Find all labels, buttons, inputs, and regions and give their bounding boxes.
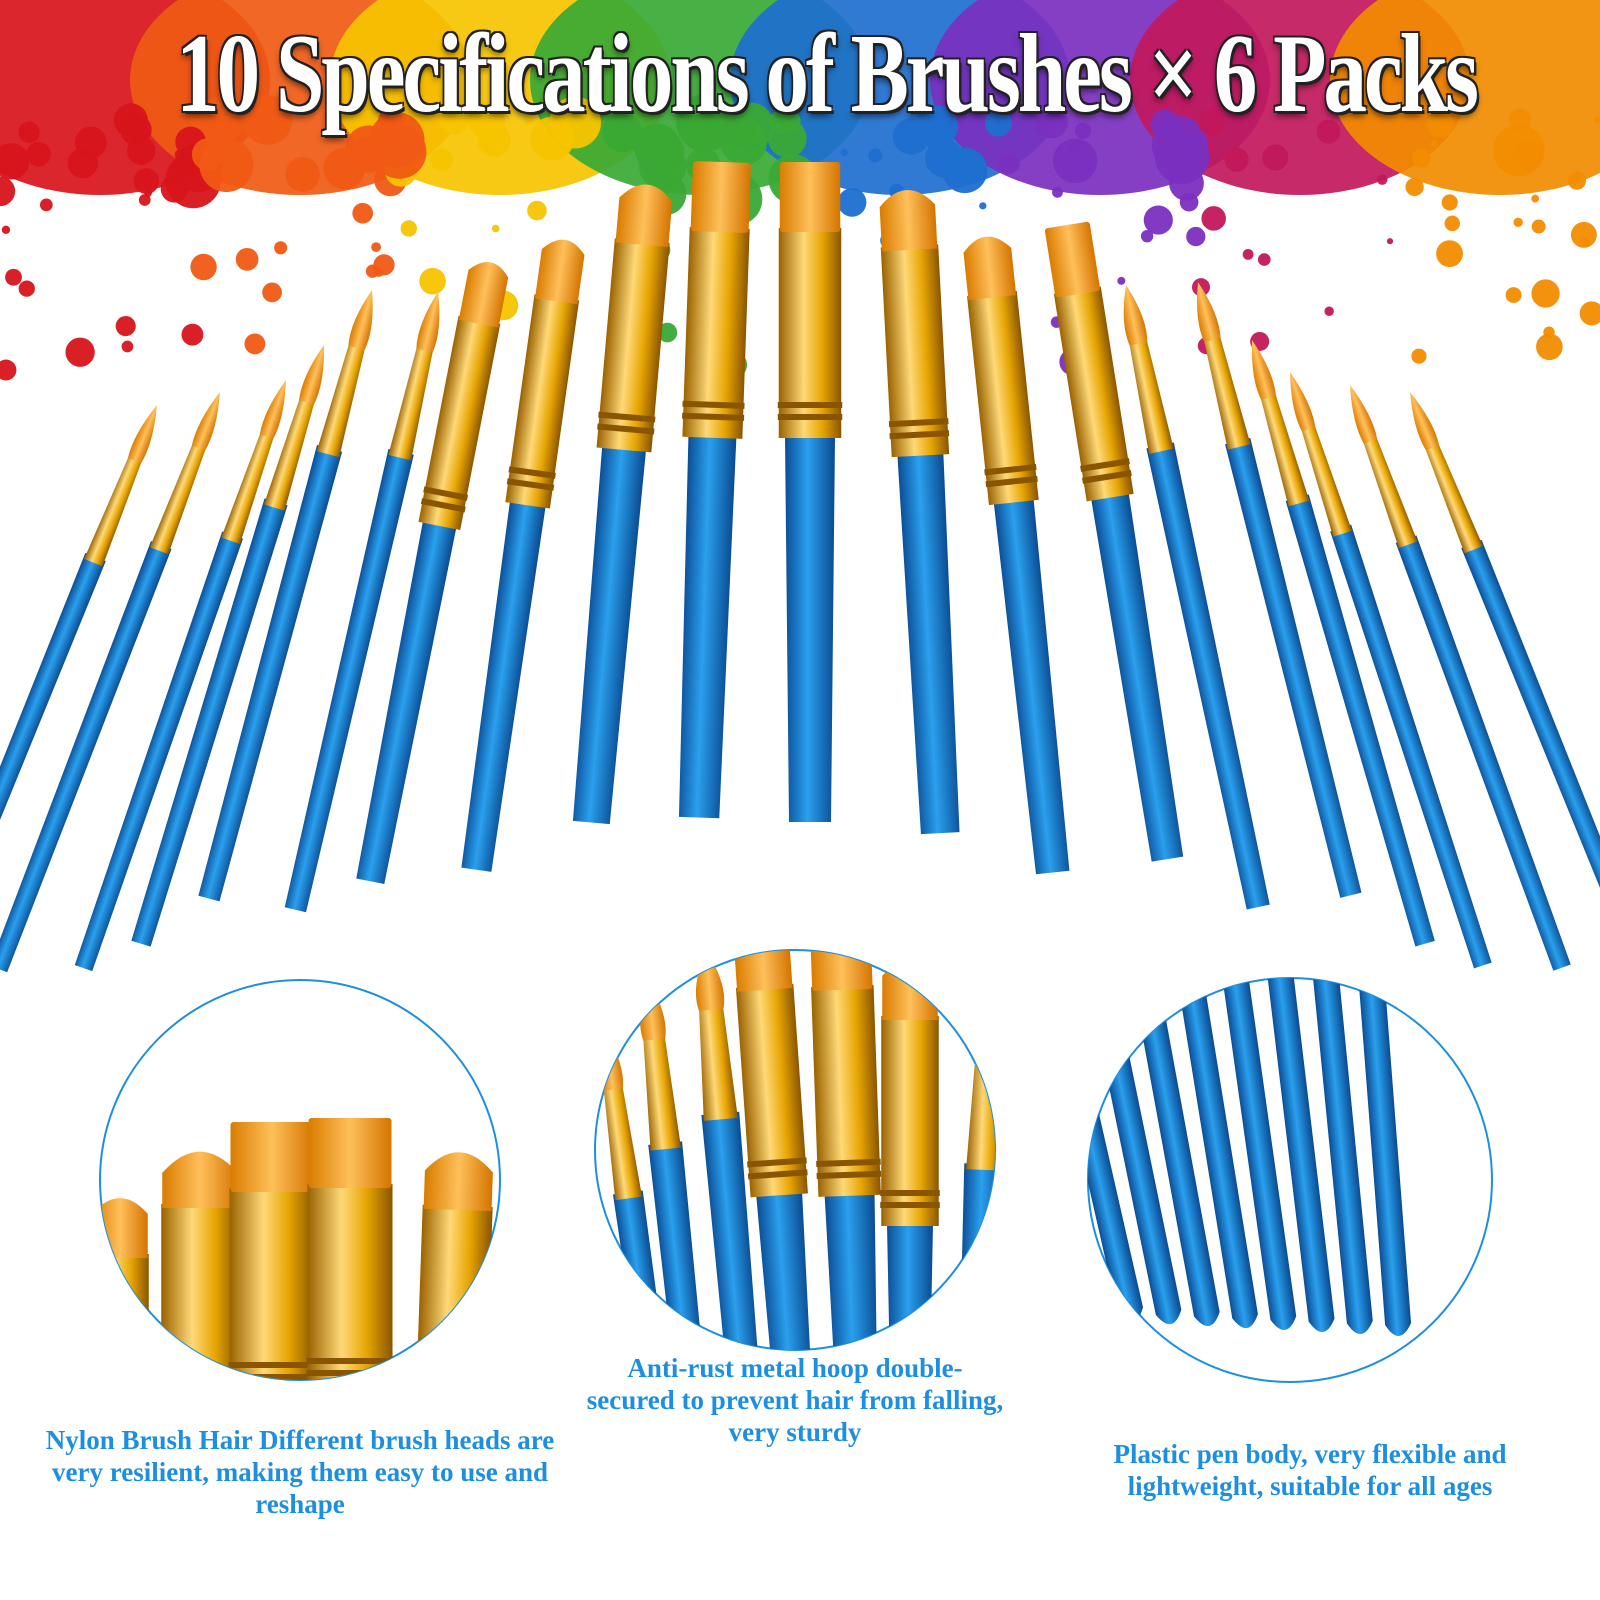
detail-circle-handles [1087,977,1493,1383]
handle-end-7 [1263,978,1335,1332]
closeup-ferrule-brush-6 [880,960,940,1350]
fan-brush-3 [74,380,286,972]
caption-handle: Plastic pen body, very flexible and ligh… [1113,1439,1507,1501]
fan-brush-13 [963,236,1070,875]
caption-ferrule: Anti-rust metal hoop double-secured to p… [586,1353,1004,1447]
closeup-bristle-brush-1 [100,1198,149,1380]
fan-brush-10 [678,161,751,819]
fan-brush-9 [572,184,673,825]
closeup-bristle-brush-4 [306,1118,394,1380]
fan-brush-4 [131,345,325,947]
closeup-bristle-brush-3 [228,1122,316,1380]
closeup-ferrule-brush-4 [734,950,812,1350]
handle-end-9 [1353,978,1412,1336]
fan-brush-6 [284,292,440,913]
handle-end-6 [1219,978,1297,1330]
fan-brush-17 [1251,340,1435,947]
fan-brush-11 [777,162,843,822]
closeup-ferrule-brush-2 [640,980,711,1350]
brush-fan [0,161,1600,980]
fan-brush-1 [0,405,157,980]
fan-brush-7 [356,262,509,885]
fan-brush-5 [198,290,373,902]
fan-brush-8 [461,239,585,872]
headline: 10 Specifications of Brushes × 6 Packs [176,12,1479,136]
fan-brush-2 [0,392,220,973]
detail-circle-ferrule [594,949,996,1351]
fan-brush-14 [1044,221,1184,862]
fan-brush-16 [1196,282,1362,898]
fan-brush-15 [1123,285,1270,910]
fan-brush-20 [1410,392,1600,967]
handle-end-2 [1088,1010,1144,1322]
handle-end-8 [1307,978,1373,1334]
handle-end-4 [1133,981,1220,1326]
fan-brush-12 [879,190,960,835]
handle-end-5 [1175,978,1258,1328]
caption-bristles: Nylon Brush Hair Different brush heads a… [45,1425,555,1519]
fan-brush-19 [1350,385,1571,971]
fan-brush-18 [1290,372,1492,969]
